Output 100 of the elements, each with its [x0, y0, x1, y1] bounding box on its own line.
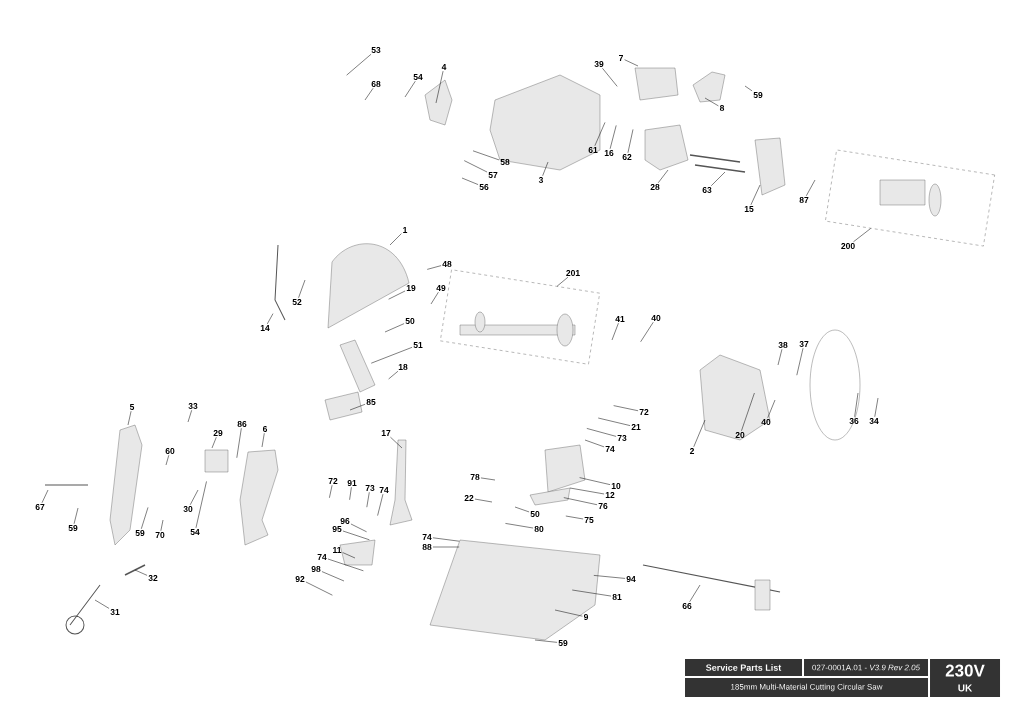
leader-line: [321, 571, 345, 582]
callout-number: 28: [650, 184, 660, 190]
leader-line: [579, 477, 611, 485]
callout-number: 74: [422, 534, 432, 540]
leader-line: [563, 497, 598, 505]
leader-line: [127, 410, 132, 426]
callout-number: 4: [441, 64, 447, 70]
callout-number: 76: [598, 503, 608, 509]
leader-line: [565, 515, 584, 520]
leader-line: [874, 397, 879, 418]
dashed-group-box: [825, 149, 995, 247]
leader-line: [480, 477, 496, 481]
leader-line: [261, 432, 265, 448]
callout-number: 59: [68, 525, 78, 531]
callout-number: 52: [292, 299, 302, 305]
leader-line: [554, 609, 583, 617]
leader-line: [329, 484, 333, 499]
leader-line: [389, 233, 402, 246]
callout-number: 50: [405, 318, 415, 324]
callout-number: 39: [594, 61, 604, 67]
leader-line: [613, 405, 639, 411]
leader-line: [542, 161, 549, 177]
callout-number: 81: [612, 594, 622, 600]
title-block-cell: 185mm Multi-Material Cutting Circular Saw: [685, 678, 928, 697]
callout-number: 62: [622, 154, 632, 160]
leader-line: [853, 228, 871, 243]
leader-line: [141, 507, 149, 530]
leader-line: [472, 150, 500, 161]
callout-number: 31: [110, 609, 120, 615]
leader-line: [658, 169, 669, 184]
leader-line: [350, 523, 367, 533]
leader-line: [514, 506, 530, 513]
leader-line: [432, 537, 460, 542]
title-block-cell: Service Parts List: [685, 659, 802, 676]
callout-number: 29: [213, 430, 223, 436]
callout-number: 17: [381, 430, 391, 436]
callout-number: 86: [237, 421, 247, 427]
callout-number: 2: [689, 448, 695, 454]
callout-number: 59: [558, 640, 568, 646]
title-block-cell: 230V UK: [930, 659, 1000, 697]
callout-number: 57: [488, 172, 498, 178]
leader-line: [854, 392, 859, 418]
callout-number: 201: [566, 270, 580, 276]
leader-line: [750, 184, 761, 206]
leader-line: [195, 481, 207, 529]
leader-line: [461, 177, 479, 185]
callout-number: 61: [588, 147, 598, 153]
leader-line: [741, 392, 755, 432]
callout-number: 68: [371, 81, 381, 87]
callout-number: 9: [583, 614, 589, 620]
callout-number: 74: [379, 487, 389, 493]
callout-number: 5: [129, 404, 135, 410]
leader-line: [432, 546, 460, 548]
leader-line: [342, 530, 370, 541]
callout-number: 58: [500, 159, 510, 165]
callout-number: 15: [744, 206, 754, 212]
leader-line: [298, 279, 306, 299]
callout-number: 48: [442, 261, 452, 267]
leader-line: [346, 53, 372, 76]
callout-number: 37: [799, 341, 809, 347]
callout-number: 59: [135, 530, 145, 536]
callout-number: 19: [406, 285, 416, 291]
leader-line: [569, 487, 605, 495]
node-label: 185mm Multi-Material Cutting Circular Saw: [731, 683, 883, 692]
callout-number: 98: [311, 566, 321, 572]
callout-number: 16: [604, 150, 614, 156]
callout-number: 66: [682, 603, 692, 609]
callout-number: 53: [371, 47, 381, 53]
leader-line: [190, 489, 199, 506]
callout-number: 18: [398, 364, 408, 370]
callout-number: 54: [190, 529, 200, 535]
leader-line: [370, 347, 413, 364]
leader-line: [426, 265, 442, 270]
callout-number: 6: [262, 426, 268, 432]
leader-line: [693, 419, 706, 448]
leader-line: [94, 599, 110, 609]
callout-number: 200: [841, 243, 855, 249]
callout-number: 41: [615, 316, 625, 322]
leader-line: [609, 125, 617, 150]
callout-number: 63: [702, 187, 712, 193]
callout-number: 67: [35, 504, 45, 510]
callout-number: 12: [605, 492, 615, 498]
leader-line: [165, 454, 170, 466]
leader-line: [160, 519, 164, 532]
leader-line: [640, 321, 654, 343]
leader-line: [704, 97, 719, 107]
callout-number: 32: [148, 575, 158, 581]
callout-number: 36: [849, 418, 859, 424]
leader-line: [777, 348, 783, 366]
callout-number: 87: [799, 197, 809, 203]
leader-line: [305, 581, 333, 596]
callout-number: 11: [333, 547, 342, 553]
callout-number: 59: [753, 92, 763, 98]
callout-number: 94: [626, 576, 636, 582]
leader-line: [571, 589, 612, 597]
leader-line: [211, 436, 217, 449]
leader-line: [556, 276, 569, 287]
callout-number: 33: [188, 403, 198, 409]
callout-number: 30: [183, 506, 193, 512]
leader-line: [267, 313, 274, 325]
